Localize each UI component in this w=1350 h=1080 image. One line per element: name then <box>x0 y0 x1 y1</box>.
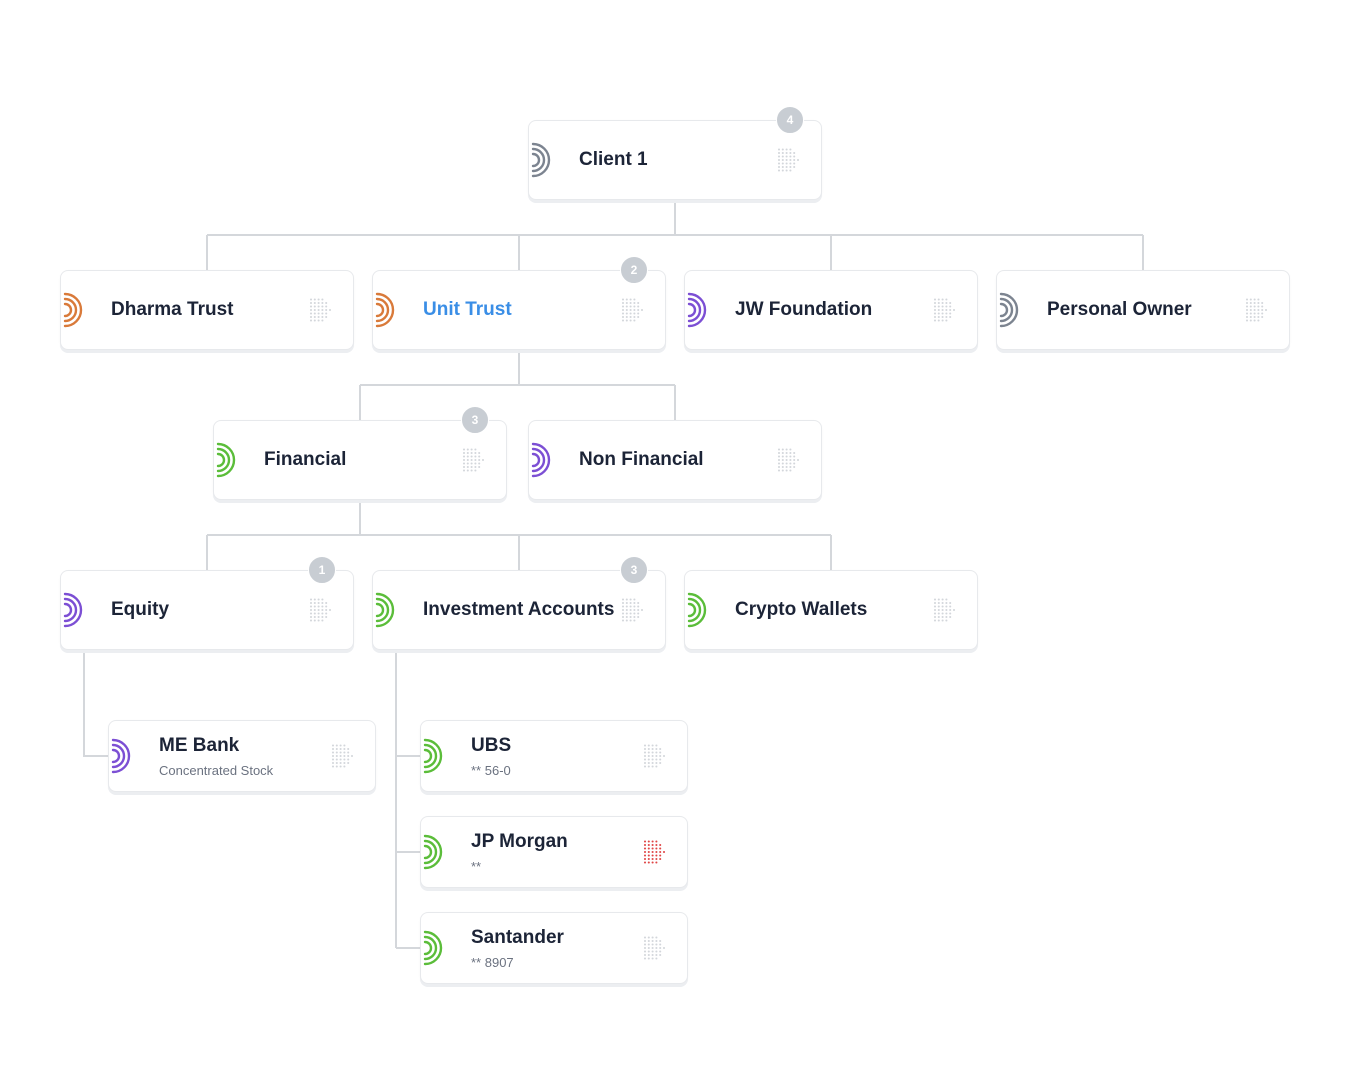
dot-grid-menu-icon[interactable] <box>643 936 669 960</box>
purple-arc-logo-icon <box>111 738 131 774</box>
orange-arc-logo-icon <box>63 292 83 328</box>
dot-grid-menu-icon[interactable] <box>621 298 647 322</box>
node-title[interactable]: Unit Trust <box>423 299 512 320</box>
node-subtitle: ** 56-0 <box>471 763 511 778</box>
node-non-financial[interactable]: Non Financial <box>528 420 822 500</box>
node-title: Personal Owner <box>1047 299 1192 320</box>
dot-grid-menu-icon[interactable] <box>933 598 959 622</box>
purple-arc-logo-icon <box>531 442 551 478</box>
dot-grid-menu-icon[interactable] <box>1245 298 1271 322</box>
count-badge: 4 <box>776 106 804 134</box>
node-subtitle: ** <box>471 859 482 874</box>
node-jp-morgan[interactable]: JP Morgan ** <box>420 816 688 888</box>
green-arc-logo-icon <box>423 738 443 774</box>
node-title: Equity <box>111 599 170 620</box>
node-crypto-wallets[interactable]: Crypto Wallets <box>684 570 978 650</box>
node-subtitle: ** 8907 <box>471 955 514 970</box>
node-ubs[interactable]: UBS ** 56-0 <box>420 720 688 792</box>
count-badge: 3 <box>461 406 489 434</box>
count-badge: 1 <box>308 556 336 584</box>
dot-grid-menu-icon[interactable] <box>777 448 803 472</box>
green-arc-logo-icon <box>423 930 443 966</box>
alert-dot-grid-menu-icon[interactable] <box>643 840 669 864</box>
node-me-bank[interactable]: ME Bank Concentrated Stock <box>108 720 376 792</box>
node-title: UBS <box>471 735 512 756</box>
node-title: JP Morgan <box>471 831 568 852</box>
node-dharma-trust[interactable]: Dharma Trust <box>60 270 354 350</box>
node-title: Financial <box>264 449 347 470</box>
green-arc-logo-icon <box>216 442 236 478</box>
node-title: Crypto Wallets <box>735 599 868 620</box>
node-santander[interactable]: Santander ** 8907 <box>420 912 688 984</box>
node-title: Santander <box>471 927 564 948</box>
purple-arc-logo-icon <box>687 292 707 328</box>
count-badge: 2 <box>620 256 648 284</box>
green-arc-logo-icon <box>375 592 395 628</box>
orange-arc-logo-icon <box>375 292 395 328</box>
green-arc-logo-icon <box>423 834 443 870</box>
node-title: Investment Accounts <box>423 599 615 620</box>
dot-grid-menu-icon[interactable] <box>933 298 959 322</box>
green-arc-logo-icon <box>687 592 707 628</box>
dot-grid-menu-icon[interactable] <box>777 148 803 172</box>
gray-arc-logo-icon <box>999 292 1019 328</box>
node-equity[interactable]: Equity <box>60 570 354 650</box>
node-client-1[interactable]: Client 1 <box>528 120 822 200</box>
node-title: ME Bank <box>159 735 240 756</box>
node-title: Non Financial <box>579 449 704 470</box>
node-investment-accounts[interactable]: Investment Accounts <box>372 570 666 650</box>
gray-arc-logo-icon <box>531 142 551 178</box>
node-personal-owner[interactable]: Personal Owner <box>996 270 1290 350</box>
node-jw-foundation[interactable]: JW Foundation <box>684 270 978 350</box>
node-financial[interactable]: Financial <box>213 420 507 500</box>
purple-arc-logo-icon <box>63 592 83 628</box>
dot-grid-menu-icon[interactable] <box>309 298 335 322</box>
node-subtitle: Concentrated Stock <box>159 763 274 778</box>
node-title: Client 1 <box>579 149 648 170</box>
dot-grid-menu-icon[interactable] <box>462 448 488 472</box>
count-badge: 3 <box>620 556 648 584</box>
node-unit-trust[interactable]: Unit Trust <box>372 270 666 350</box>
dot-grid-menu-icon[interactable] <box>643 744 669 768</box>
dot-grid-menu-icon[interactable] <box>309 598 335 622</box>
connector-line <box>83 650 108 757</box>
dot-grid-menu-icon[interactable] <box>331 744 357 768</box>
node-title: JW Foundation <box>735 299 873 320</box>
node-title: Dharma Trust <box>111 299 234 320</box>
dot-grid-menu-icon[interactable] <box>621 598 647 622</box>
